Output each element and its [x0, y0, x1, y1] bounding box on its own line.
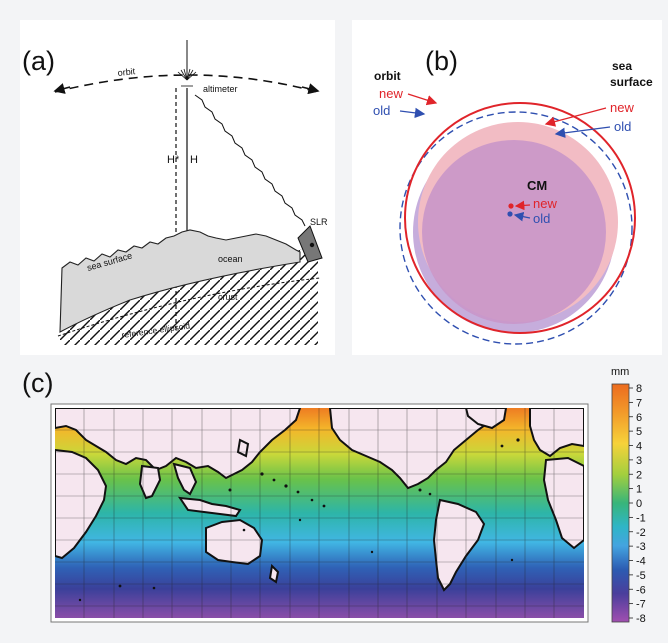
eurasia-land — [55, 408, 302, 480]
altimeter-label: altimeter — [203, 84, 238, 94]
slr-station-icon — [297, 225, 323, 263]
colorbar-tick-label: 3 — [636, 455, 642, 467]
colorbar-tick-label: 5 — [636, 426, 642, 438]
panel-a: (a) orbit altimeter H* H crust ocean sea… — [20, 20, 335, 355]
orbit-arrow-left — [53, 83, 71, 94]
orbit-old-arrow — [399, 107, 426, 119]
altimeter-icon — [177, 68, 197, 87]
colorbar-unit: mm — [611, 366, 629, 378]
surface-label: surface — [610, 75, 653, 89]
ocean-area — [59, 229, 301, 333]
panel-c-label: (c) — [22, 368, 53, 398]
cm-old-label: old — [533, 211, 550, 226]
colorbar — [611, 383, 630, 623]
colorbar-tick-label: -6 — [636, 584, 646, 596]
colorbar-tick-label: 6 — [636, 412, 642, 424]
cm-old-dot — [507, 211, 513, 217]
h-star-label: H* — [167, 154, 180, 166]
orbit-label: orbit — [117, 66, 136, 78]
colorbar-tick-label: -8 — [636, 613, 646, 625]
slr-label: SLR — [310, 217, 328, 227]
colorbar-tick-label: -7 — [636, 599, 646, 611]
panel-b-label: (b) — [425, 46, 458, 76]
orbit-old-circle — [399, 111, 633, 345]
sea-old-label: old — [614, 119, 631, 134]
slr-dot — [309, 242, 315, 248]
island-specks — [78, 438, 520, 602]
colorbar-tick-label: -2 — [636, 527, 646, 539]
japan-land — [236, 438, 250, 458]
cm-new-label: new — [533, 196, 557, 211]
sea-new-arrow — [544, 107, 607, 127]
map-grid — [55, 408, 584, 618]
panel-b: (b) orbit new old sea surface new old CM… — [352, 20, 662, 355]
sea-surface-overlap — [422, 140, 606, 324]
colorbar-tick-label: -4 — [636, 556, 646, 568]
sea-old-arrow — [554, 126, 611, 138]
h-label: H — [190, 154, 198, 166]
colorbar-tick-label: 4 — [636, 441, 642, 453]
orbit-new-circle — [404, 102, 636, 334]
colorbar-tick-label: 0 — [636, 498, 642, 510]
colorbar-tick-label: 7 — [636, 397, 642, 409]
colorbar-tick-label: -1 — [636, 512, 646, 524]
new-zealand-land — [268, 563, 280, 584]
cm-new-arrow — [514, 200, 531, 211]
sea-new-label: new — [610, 100, 634, 115]
orbit-arc — [54, 74, 319, 93]
south-america-land — [432, 498, 486, 592]
laser-path — [194, 94, 306, 227]
colorbar-tick-label: 2 — [636, 469, 642, 481]
orbit-new-label: new — [379, 86, 403, 101]
map — [55, 408, 584, 618]
africa-land — [55, 448, 108, 560]
ocean-label: ocean — [218, 254, 243, 264]
colorbar-tick-label: -5 — [636, 570, 646, 582]
orbit-old-label: old — [373, 103, 390, 118]
panel-a-label: (a) — [22, 46, 55, 76]
panel-c: (c) — [22, 366, 646, 625]
orbit-title: orbit — [374, 69, 401, 83]
sea-label: sea — [612, 59, 632, 73]
colorbar-ticks: 8 7 6 5 4 3 2 1 0 -1 -2 -3 -4 -5 -6 -7 -8 — [629, 383, 646, 625]
cm-new-dot — [508, 203, 514, 209]
orbit-new-arrow — [407, 93, 438, 106]
indonesia-land — [177, 496, 242, 518]
cm-old-arrow — [513, 211, 531, 222]
orbit-arrow-right — [301, 83, 320, 95]
colorbar-tick-label: 1 — [636, 484, 642, 496]
colorbar-tick-label: -3 — [636, 541, 646, 553]
crust-label: crust — [218, 292, 238, 302]
reference-ellipsoid-curve — [57, 277, 321, 337]
cm-label: CM — [527, 178, 547, 193]
southeast-asia-land — [172, 462, 198, 496]
colorbar-tick-label: 8 — [636, 383, 642, 395]
